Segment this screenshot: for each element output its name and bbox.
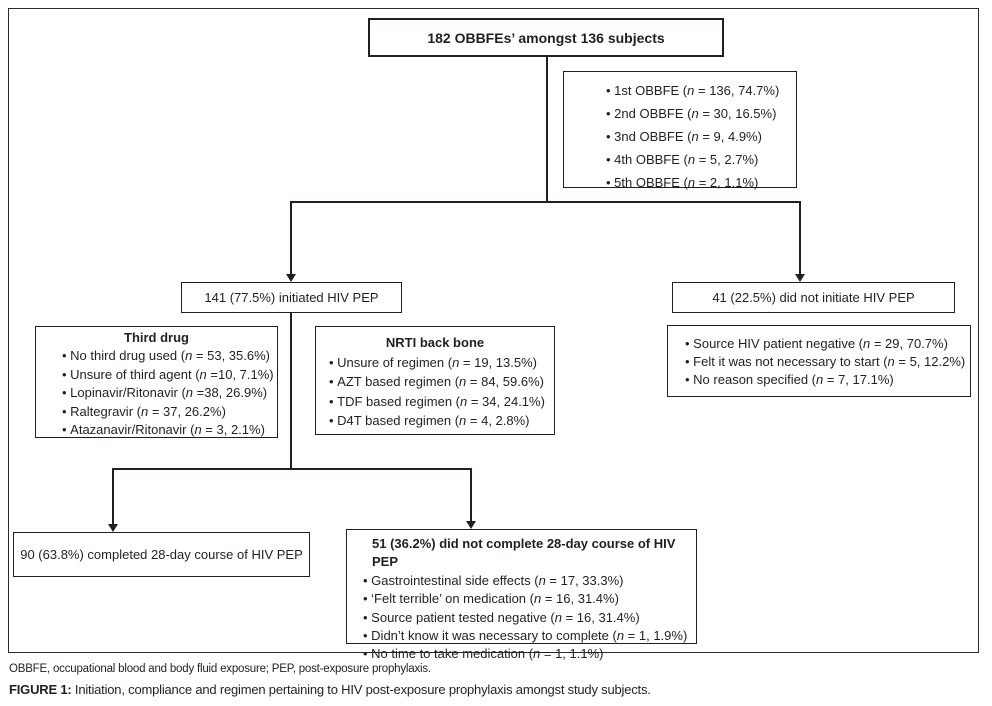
node-not-initiated-pep: 41 (22.5%) did not initiate HIV PEP (672, 282, 955, 313)
list-item-third-drug-lopinavir: Lopinavir/Ritonavir (n =38, 26.9%) (62, 384, 277, 402)
figure-caption-text: Initiation, compliance and regimen perta… (74, 682, 651, 697)
not-completed-title: 51 (36.2%) did not complete 28-day cours… (372, 536, 676, 570)
list-item-nc-felt-terrible: ‘Felt terrible’ on medication (n = 16, 3… (363, 590, 696, 608)
figure-caption: FIGURE 1: Initiation, compliance and reg… (9, 682, 651, 697)
list-item-nrti-azt: AZT based regimen (n = 84, 59.6%) (329, 372, 554, 392)
list-item-obbfe-1st: 1st OBBFE (n = 136, 74.7%) (606, 79, 796, 102)
list-item-reason-source-negative: Source HIV patient negative (n = 29, 70.… (685, 335, 970, 353)
list-item-obbfe-4th: 4th OBBFE (n = 5, 2.7%) (606, 148, 796, 171)
connector-top-split (290, 201, 801, 203)
list-item-third-drug-raltegravir: Raltegravir (n = 37, 26.2%) (62, 403, 277, 421)
node-completed-pep: 90 (63.8%) completed 28-day course of HI… (13, 532, 310, 577)
list-item-nc-didnt-know: Didn’t know it was necessary to complete… (363, 627, 696, 645)
list-item-nrti-tdf: TDF based regimen (n = 34, 24.1%) (329, 392, 554, 412)
node-initiated-pep: 141 (77.5%) initiated HIV PEP (181, 282, 402, 313)
node-third-drug: Third drug No third drug used (n = 53, 3… (35, 326, 278, 438)
node-obbfe-breakdown: 1st OBBFE (n = 136, 74.7%) 2nd OBBFE (n … (563, 71, 797, 190)
node-total-obbfes: 182 OBBFEs’ amongst 136 subjects (368, 18, 724, 57)
list-item-nc-gastro: Gastrointestinal side effects (n = 17, 3… (363, 572, 696, 590)
list-item-nrti-unsure: Unsure of regimen (n = 19, 13.5%) (329, 353, 554, 373)
list-item-reason-none-specified: No reason specified (n = 7, 17.1%) (685, 371, 970, 389)
connector-not-completed-drop (470, 468, 472, 521)
list-item-reason-not-necessary: Felt it was not necessary to start (n = … (685, 353, 970, 371)
list-item-nc-source-negative: Source patient tested negative (n = 16, … (363, 609, 696, 627)
connector-completed-drop (112, 468, 114, 524)
arrowhead-completed (108, 524, 118, 532)
node-not-initiated-reasons: Source HIV patient negative (n = 29, 70.… (667, 325, 971, 397)
list-item-third-drug-none: No third drug used (n = 53, 35.6%) (62, 347, 277, 365)
list-item-third-drug-unsure: Unsure of third agent (n =10, 7.1%) (62, 366, 277, 384)
list-item-obbfe-3rd: 3nd OBBFE (n = 9, 4.9%) (606, 125, 796, 148)
node-nrti-backbone: NRTI back bone Unsure of regimen (n = 19… (315, 326, 555, 435)
list-item-obbfe-5th: 5th OBBFE (n = 2, 1.1%) (606, 171, 796, 194)
connector-initiated-stem (290, 312, 292, 470)
connector-root-stem (546, 57, 548, 202)
connector-bottom-split (112, 468, 472, 470)
connector-not-initiated-drop (799, 201, 801, 275)
nrti-backbone-title: NRTI back bone (385, 335, 485, 350)
figure-caption-label: FIGURE 1: (9, 682, 72, 697)
third-drug-title: Third drug (124, 330, 189, 345)
list-item-nrti-d4t: D4T based regimen (n = 4, 2.8%) (329, 411, 554, 431)
connector-initiated-drop (290, 201, 292, 275)
arrowhead-not-completed (466, 521, 476, 529)
list-item-third-drug-atazanavir: Atazanavir/Ritonavir (n = 3, 2.1%) (62, 421, 277, 439)
arrowhead-not-initiated (795, 274, 805, 282)
list-item-obbfe-2nd: 2nd OBBFE (n = 30, 16.5%) (606, 102, 796, 125)
node-not-completed-pep: 51 (36.2%) did not complete 28-day cours… (346, 529, 697, 661)
list-item-nc-no-time: No time to take medication (n = 1, 1.1%) (363, 645, 696, 663)
arrowhead-initiated (286, 274, 296, 282)
abbreviation-footnote: OBBFE, occupational blood and body fluid… (9, 663, 431, 675)
